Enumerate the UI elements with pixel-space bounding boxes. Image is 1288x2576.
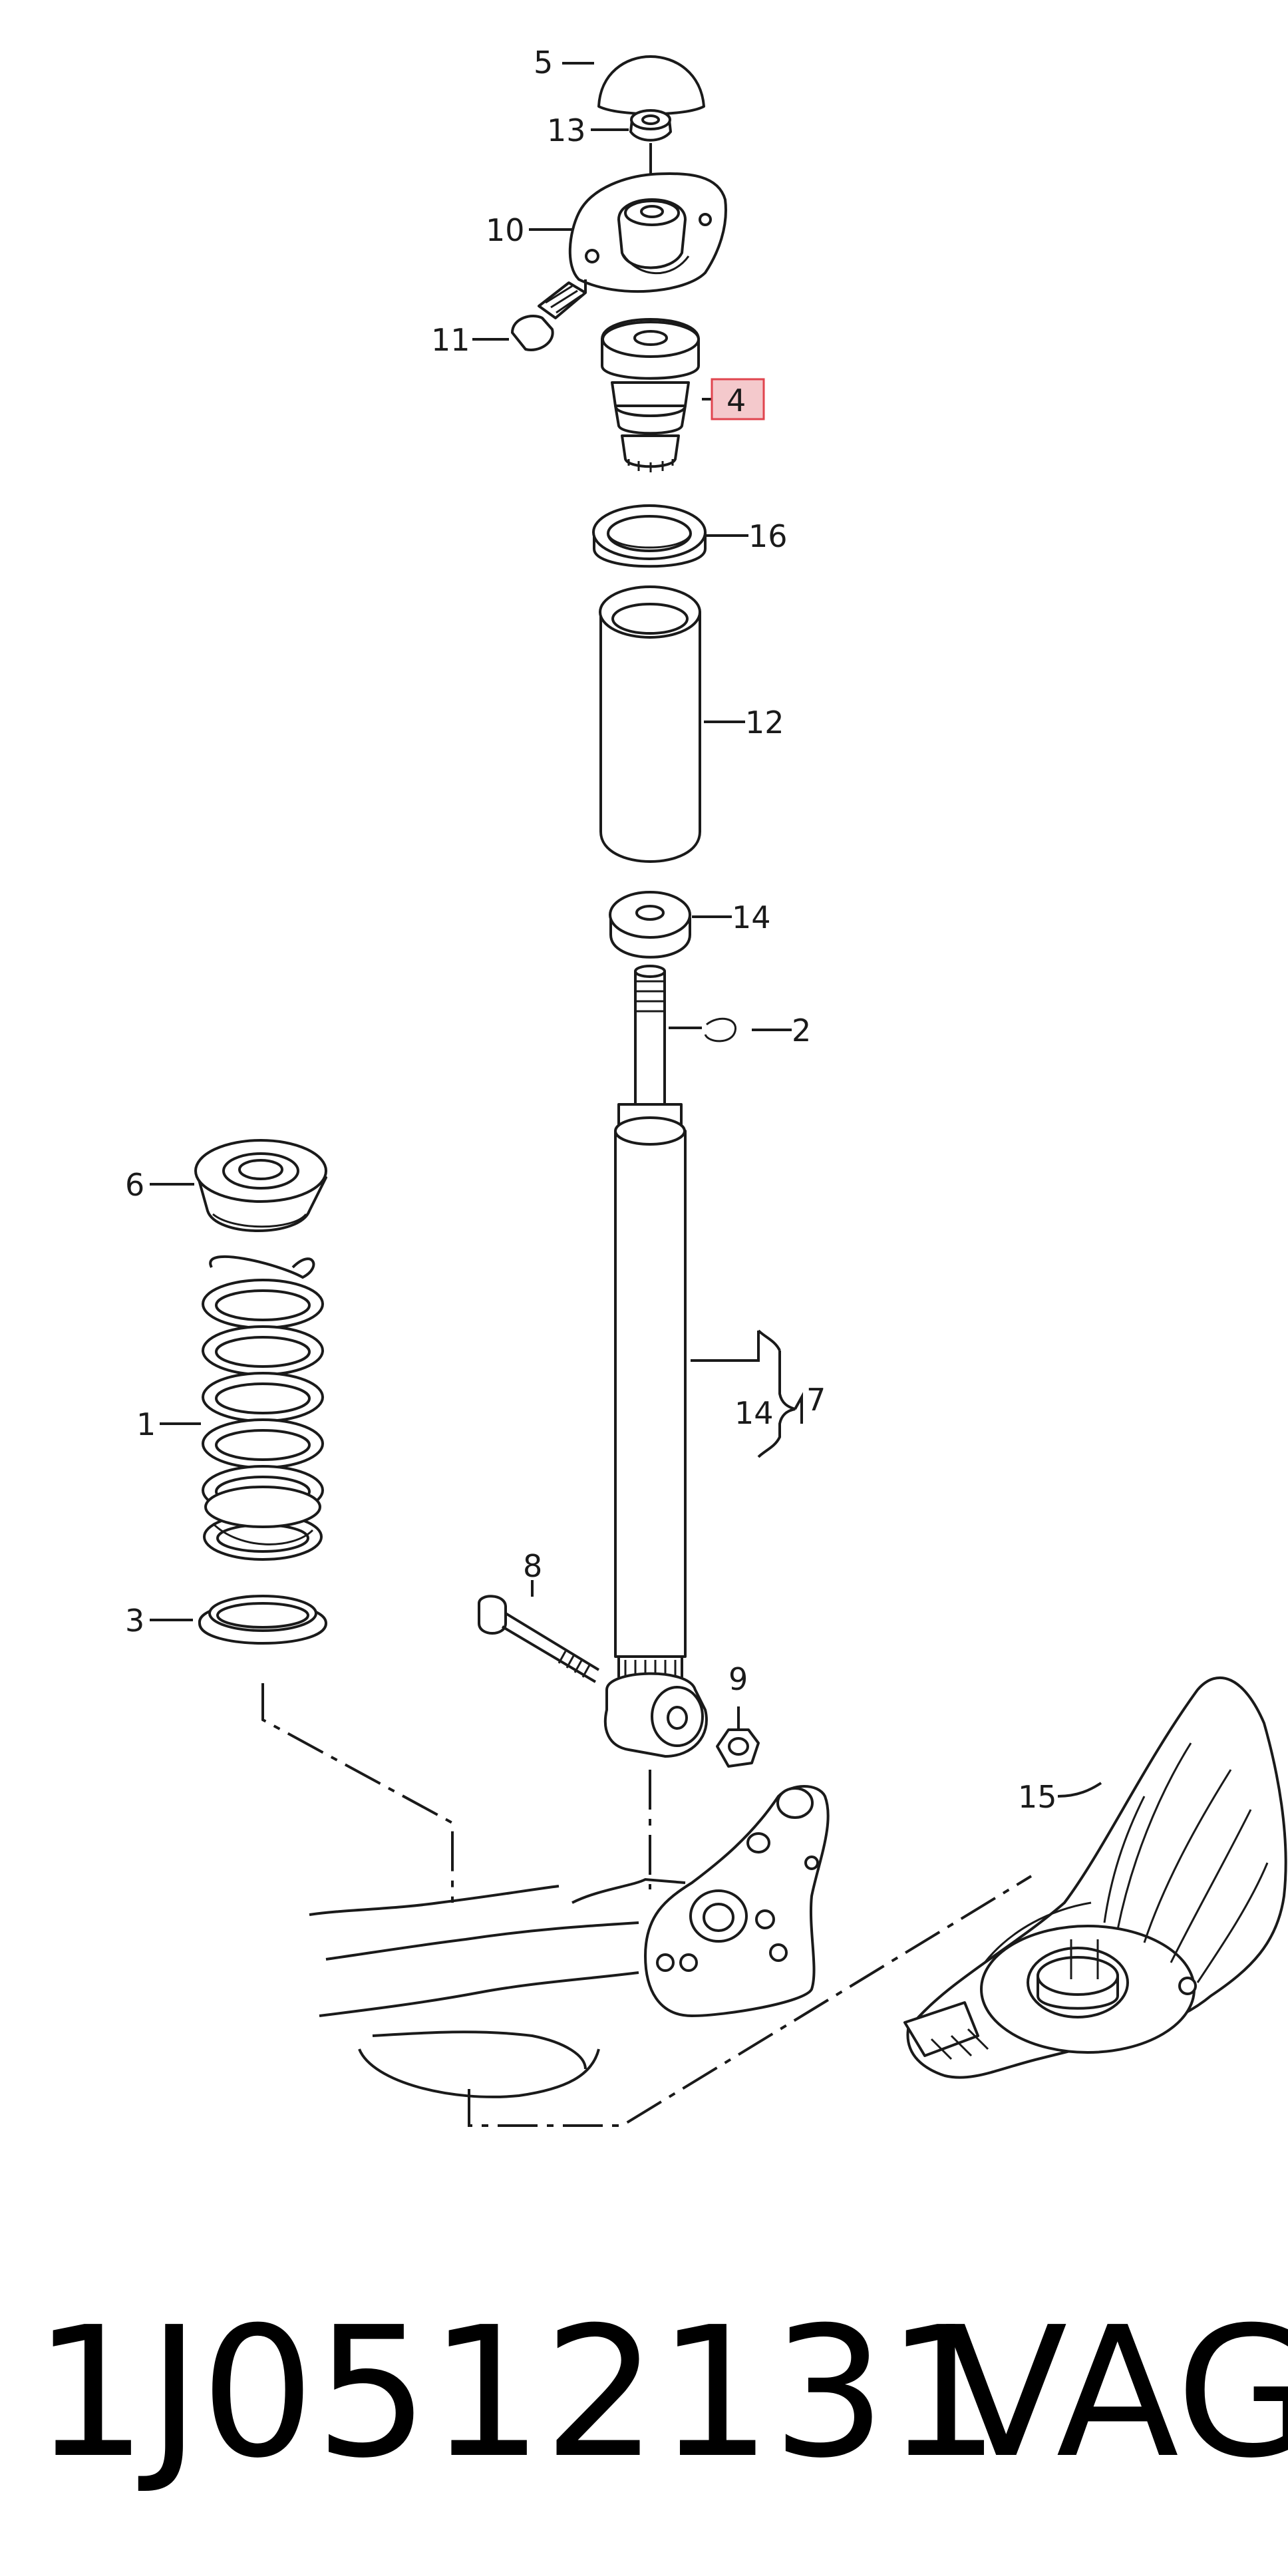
callout-1: 1 [136,1406,156,1442]
part-shock-absorber [603,965,708,1758]
part-axle-beam [309,1785,830,2098]
callout-10: 10 [486,212,525,248]
callout-7: 7 [806,1382,826,1418]
callout-11: 11 [431,322,470,358]
callout-15: 15 [1018,1779,1057,1815]
callout-14-upper: 14 [732,899,771,935]
part-spring-pad [194,1139,327,1232]
callout-14-lower: 14 [734,1395,774,1431]
callout-5: 5 [534,45,553,80]
part-bolt-mount [511,279,587,351]
part-bolt-lower [478,1595,600,1683]
callout-3: 3 [125,1603,144,1639]
part-circlip [704,1017,736,1043]
callout-6: 6 [125,1167,144,1203]
part-spring-shield [903,1677,1287,2079]
part-protective-tube [599,585,701,863]
part-nut-lower [716,1728,760,1768]
callout-4-highlight [711,378,765,420]
part-strut-mount [568,172,727,293]
callout-9: 9 [728,1661,748,1697]
callout-4: 4 [726,383,746,418]
part-dust-cap [597,55,705,116]
callout-12: 12 [745,705,784,740]
part-spring-seat-ring [592,504,707,568]
part-bump-stop [601,318,700,472]
callout-13: 13 [547,112,586,148]
part-nut-top [629,109,672,142]
brand-label: VAG [945,2288,1288,2497]
part-lower-spring-seat [198,1595,327,1645]
part-bushing-upper [609,891,691,959]
callout-2: 2 [792,1013,811,1048]
part-coil-spring [202,1255,324,1561]
callout-16: 16 [748,518,788,554]
callout-8: 8 [523,1548,542,1584]
part-number: 1J0512131 [33,2288,1001,2497]
